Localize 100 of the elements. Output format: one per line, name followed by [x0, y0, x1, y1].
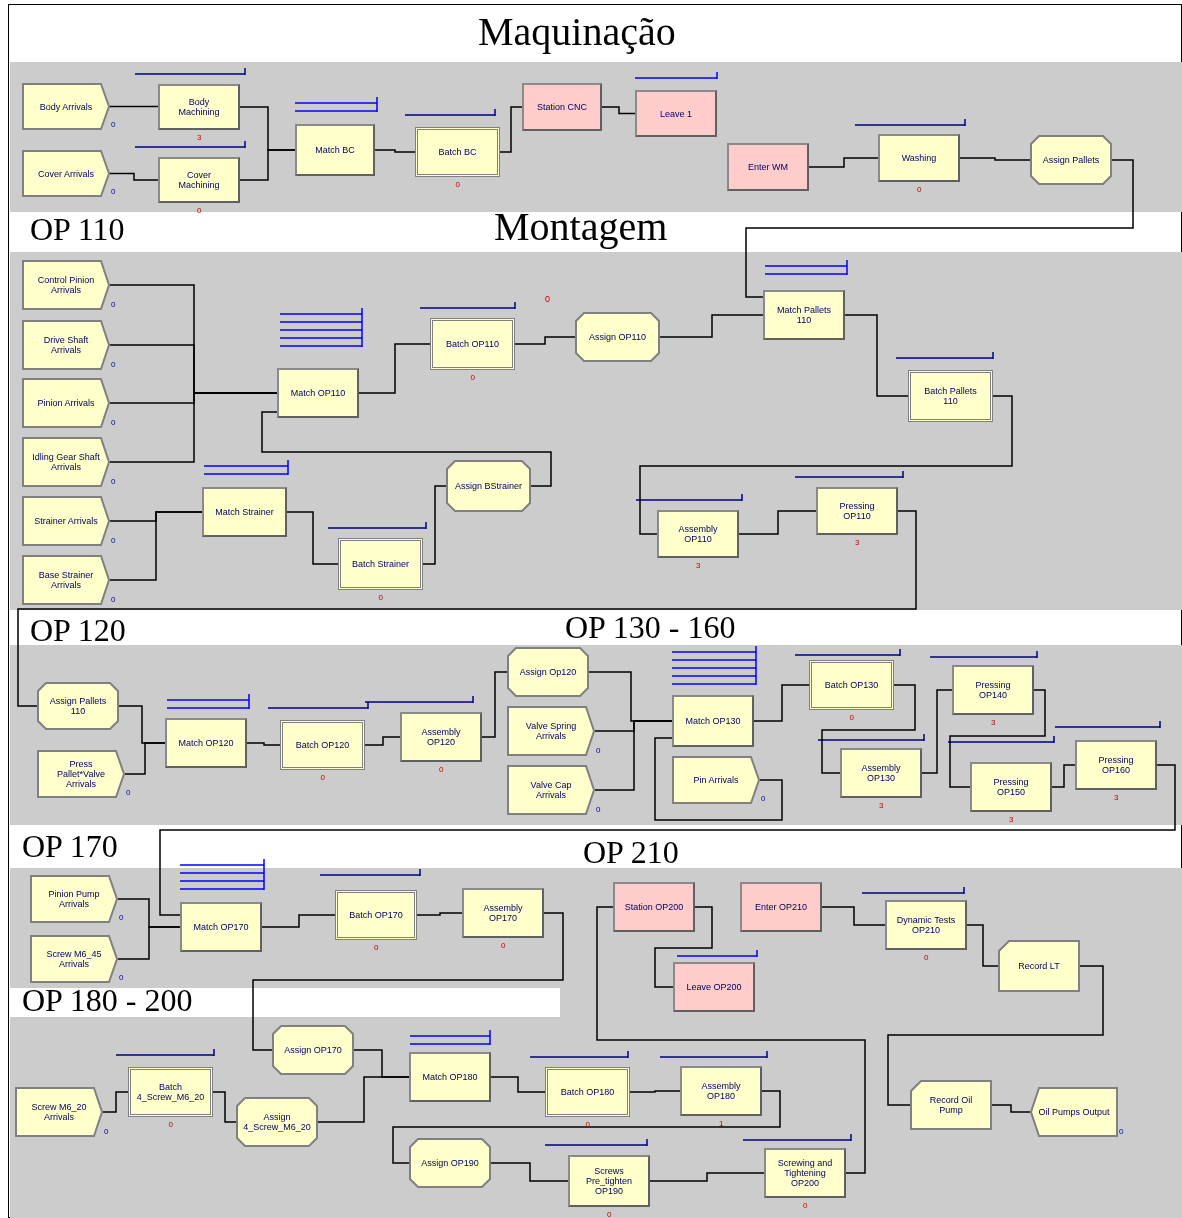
connector: [422, 485, 447, 565]
process-block: [165, 718, 247, 768]
process-block: [158, 84, 240, 130]
block-label: Assign OP170: [283, 1045, 343, 1055]
block-label: Batch OP170: [348, 910, 404, 920]
arrival-block: [22, 320, 110, 370]
block-label: Match OP110: [289, 388, 347, 398]
block-label: Assign Op120: [518, 667, 578, 677]
station-block: [522, 83, 602, 131]
connector: [753, 684, 810, 722]
block-label: Screw M6_20 Arrivals: [30, 1102, 88, 1122]
process-block: [763, 290, 845, 340]
block-label: Assign BStrainer: [454, 481, 523, 491]
block-label: Batch OP110: [445, 339, 500, 349]
counter-value: 0: [111, 478, 116, 486]
connector: [844, 314, 909, 397]
connector: [887, 965, 1104, 1106]
connector: [659, 314, 764, 338]
section-title: OP 130 - 160: [565, 611, 736, 643]
block-label: Washing: [900, 153, 938, 163]
connector: [601, 106, 636, 115]
batch-block: [908, 370, 993, 422]
counter-value: 0: [1119, 1128, 1124, 1136]
connector: [821, 906, 886, 926]
counter-value: 0: [111, 301, 116, 309]
process-block: [657, 510, 739, 558]
counter-value: 0: [168, 1121, 173, 1129]
arrival-block: [22, 555, 110, 605]
block-label: Batch BC: [437, 147, 478, 157]
block-label: Batch OP130: [823, 680, 880, 690]
process-block: [1075, 740, 1157, 790]
counter-value: 0: [924, 954, 929, 962]
process-block: [816, 487, 898, 535]
block-label: Valve Spring Arrivals: [524, 721, 578, 741]
block-label: Match OP130: [684, 716, 742, 726]
block-label: Batch OP120: [294, 740, 351, 750]
block-label: Match OP120: [177, 738, 235, 748]
connector: [481, 671, 508, 738]
block-label: Assign Pallets: [1041, 155, 1101, 165]
counter-value: 0: [596, 747, 601, 755]
batch-block: [809, 660, 894, 710]
block-label: Match Pallets 110: [776, 305, 832, 325]
batch-block: [415, 127, 500, 177]
block-label: Assembly OP110: [677, 524, 719, 544]
block-label: Drive Shaft Arrivals: [42, 335, 90, 355]
process-block: [295, 124, 375, 176]
process-block: [672, 695, 754, 747]
connector: [649, 1172, 765, 1182]
counter-value: 0: [119, 974, 124, 982]
process-block: [409, 1052, 491, 1102]
section-title: OP 170: [22, 830, 118, 862]
counter-value: 0: [111, 188, 116, 196]
arrival-block: [30, 875, 118, 923]
connector: [261, 411, 552, 487]
section-title: OP 120: [30, 614, 126, 646]
counter-value: 0: [849, 714, 854, 722]
counter-value: 0: [111, 361, 116, 369]
connector: [1051, 764, 1076, 788]
connector: [639, 395, 1013, 535]
counter-value: 1: [719, 1120, 724, 1128]
batch-block: [338, 538, 423, 590]
block-label: Assembly OP120: [420, 727, 462, 747]
block-label: Oil Pumps Output: [1037, 1107, 1111, 1117]
assign-block: [37, 682, 119, 730]
process-block: [462, 888, 544, 938]
connector: [261, 914, 336, 928]
connector: [374, 149, 416, 153]
station-block: [673, 962, 755, 1012]
counter-value: 0: [439, 766, 444, 774]
block-label: Dynamic Tests OP210: [895, 915, 957, 935]
arrival-block: [22, 83, 110, 130]
counter-value: 0: [455, 181, 460, 189]
assign-block: [236, 1097, 318, 1147]
block-label: Enter WM: [747, 162, 789, 172]
counter-value: 3: [696, 562, 701, 570]
connector: [629, 1090, 681, 1093]
counter-value: 0: [585, 1121, 590, 1129]
counter-value: 0: [111, 121, 116, 129]
counter-value: 0: [320, 774, 325, 782]
connector: [246, 742, 281, 746]
block-label: Batch Strainer: [351, 559, 410, 569]
process-block: [878, 134, 960, 182]
connector: [109, 392, 278, 463]
connector: [654, 737, 783, 821]
connector: [392, 1090, 781, 1164]
connector: [499, 106, 523, 153]
counter-value: 3: [879, 802, 884, 810]
arrival-block: [22, 378, 110, 428]
block-label: Cover Machining: [177, 170, 221, 190]
counter-value: 0: [126, 789, 131, 797]
connector: [102, 1091, 129, 1113]
connector: [239, 149, 296, 181]
connector: [117, 926, 181, 960]
block-label: Strainer Arrivals: [33, 516, 99, 526]
block-label: Pinion Pump Arrivals: [47, 889, 101, 909]
counter-value: 3: [1009, 816, 1014, 824]
process-block: [568, 1155, 650, 1207]
connector: [596, 906, 866, 1174]
assign-block: [446, 460, 531, 512]
arrival-block: [672, 756, 760, 804]
